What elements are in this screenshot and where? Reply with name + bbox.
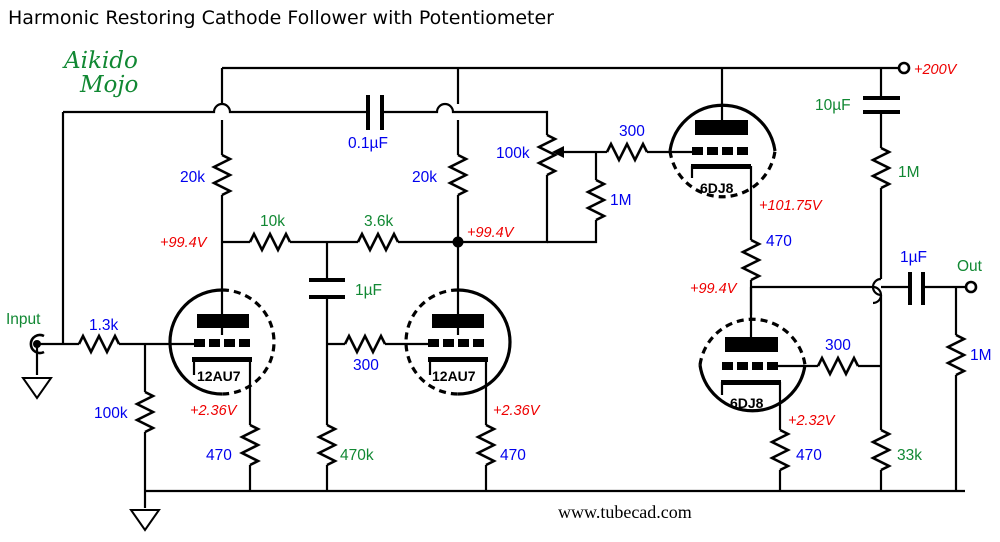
logo-line-1: Aikido: [62, 48, 138, 74]
resistor-300-bottom: [816, 355, 860, 377]
left-cathode-voltage: +2.36V: [190, 403, 238, 419]
diagram-title: Harmonic Restoring Cathode Follower with…: [8, 7, 554, 29]
supply-voltage-label: +200V: [914, 62, 958, 78]
resistor-100k-grid: [134, 390, 156, 434]
r-grid-stop-mid-label: 300: [353, 357, 379, 374]
tube-bottom-type: 6DJ8: [730, 395, 764, 411]
r-top-cathode-label: 470: [766, 233, 792, 250]
mid-plate-voltage: +99.4V: [467, 225, 515, 241]
tube-left-12au7: 12AU7: [168, 288, 276, 425]
r-grid-leak-label: 100k: [94, 405, 128, 422]
supply-rail: +200V: [222, 61, 958, 78]
supply-terminal-icon: [897, 61, 911, 75]
tube-mid-type: 12AU7: [432, 368, 476, 384]
r-470k-label: 470k: [340, 447, 374, 464]
potentiometer-100k: [536, 133, 558, 177]
feedback-line: 0.1µF: [63, 95, 549, 152]
logo-line-2: Mojo: [79, 72, 138, 98]
cap-output-label: 1µF: [900, 249, 927, 266]
r-plate-mid-label: 20k: [412, 169, 437, 186]
r-grid-stop-bottom-label: 300: [825, 337, 851, 354]
input-label: Input: [6, 311, 41, 328]
cap-supply-label: 10µF: [815, 97, 851, 114]
bottom-cathode-voltage: +2.32V: [788, 413, 836, 429]
r-supply-label: 1M: [898, 164, 920, 181]
footer-url: www.tubecad.com: [558, 502, 692, 522]
resistor-1m-pot-shunt: [585, 178, 607, 222]
mid-cathode-voltage: +2.36V: [493, 403, 541, 419]
tube-left-type: 12AU7: [197, 368, 241, 384]
ground-symbol-icon: [21, 377, 53, 400]
r-3.6k-label: 3.6k: [364, 213, 394, 230]
r-grid-stop-top-label: 300: [619, 123, 645, 140]
tube-top-6dj8: 6DJ8: [668, 68, 777, 240]
resistor-10k: [248, 231, 292, 253]
resistor-470-cathode-left: [239, 423, 261, 467]
r-input-label: 1.3k: [89, 317, 119, 334]
resistor-1m-supply: [870, 146, 892, 190]
r-plate-left-label: 20k: [180, 169, 205, 186]
r-cathode-bottom-label: 470: [796, 447, 822, 464]
left-plate-voltage: +99.4V: [160, 235, 208, 251]
resistor-1.3k: [77, 333, 121, 355]
resistor-470-bottom-cathode: [769, 428, 791, 472]
resistor-1m-output: [945, 333, 967, 377]
cap-1uf-mid-label: 1µF: [355, 282, 382, 299]
r-cathode-mid-label: 470: [500, 447, 526, 464]
resistor-33k: [870, 428, 892, 472]
top-cathode-voltage: +101.75V: [759, 198, 823, 214]
r-output-label: 1M: [970, 347, 992, 364]
tube-top-type: 6DJ8: [700, 180, 734, 196]
resistor-470k: [316, 423, 338, 467]
resistor-470-cathode-mid: [475, 423, 497, 467]
cap-0.1uf-label: 0.1µF: [348, 135, 388, 152]
tube-bottom-6dj8: 6DJ8: [698, 287, 807, 430]
bottom-plate-voltage: +99.4V: [690, 281, 738, 297]
tube-mid-12au7: 12AU7: [404, 288, 512, 425]
resistor-20k-mid: [447, 153, 469, 197]
output-label: Out: [957, 258, 983, 275]
r-33k-label: 33k: [897, 447, 922, 464]
resistor-20k-left: [211, 153, 233, 197]
resistor-300-mid: [343, 333, 387, 355]
r-cathode-left-label: 470: [206, 447, 232, 464]
resistor-300-top: [605, 141, 649, 163]
r-10k-label: 10k: [260, 213, 285, 230]
output-terminal-icon[interactable]: [964, 280, 978, 294]
ground-symbol-icon: [129, 509, 161, 532]
pot-label: 100k: [496, 145, 530, 162]
resistor-3.6k: [356, 231, 400, 253]
r-pot-shunt-label: 1M: [610, 192, 632, 209]
resistor-470-top-cathode: [740, 238, 762, 282]
pot-wiper-arrow-icon: [552, 146, 564, 158]
